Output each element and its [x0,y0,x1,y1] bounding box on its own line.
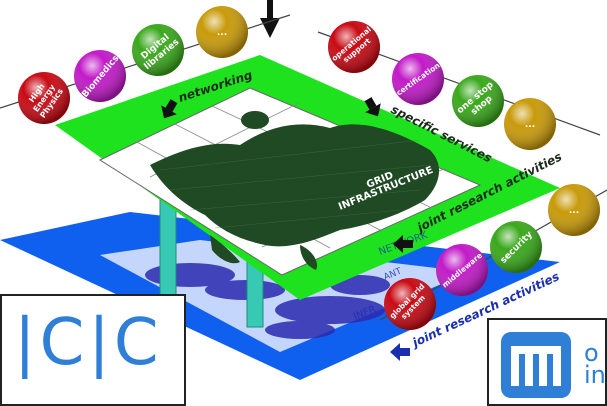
logo-right-text: o in [584,339,606,389]
ball-shine [392,53,444,105]
ball-chains: HighEnergyPhysicsBiomedicsDigitallibrari… [18,6,600,330]
ball-shine [452,75,504,127]
balls-right-bottom-ball-2: middleware [436,244,488,296]
pillar-left [159,199,177,296]
europe-map [150,111,440,270]
ball-shine [548,184,600,236]
ball-label: ... [525,120,535,130]
balls-right-bottom-ball-4: ... [548,184,600,236]
ball-shine [436,244,488,296]
ball-shine [328,21,380,73]
ball-shine [504,98,556,150]
logo-left-text: |C|C [14,306,163,380]
balls-right-top-ball-2: certification [392,53,444,105]
map-grid-overlay [159,139,431,229]
ball-label: ... [569,206,579,216]
ball-shine [384,278,436,330]
ball-label: ... [217,28,227,38]
ball-shine [490,221,542,273]
logo-right-text-line-1: o [584,339,599,367]
arrow-specific-services-icon [364,97,381,117]
ball-shine [74,50,126,102]
arrow-joint-research-upper-icon [393,235,413,253]
arrow-networking-icon [161,99,178,119]
balls-right-bottom-ball-3: security [490,221,542,273]
logo-left: |C|C [0,294,186,406]
ball-shine [132,24,184,76]
ball-shine [196,6,248,58]
logo-right: o in [487,318,607,406]
ball-shine [18,72,70,124]
omii-logo-icon [501,332,571,398]
balls-right-top-ball-4: ... [504,98,556,150]
logo-right-text-line-2: in [584,361,606,389]
balls-left-ball-4: ... [196,6,248,58]
balls-left-ball-2: Biomedics [74,50,126,102]
arrow-joint-research-lower-icon [390,343,410,361]
